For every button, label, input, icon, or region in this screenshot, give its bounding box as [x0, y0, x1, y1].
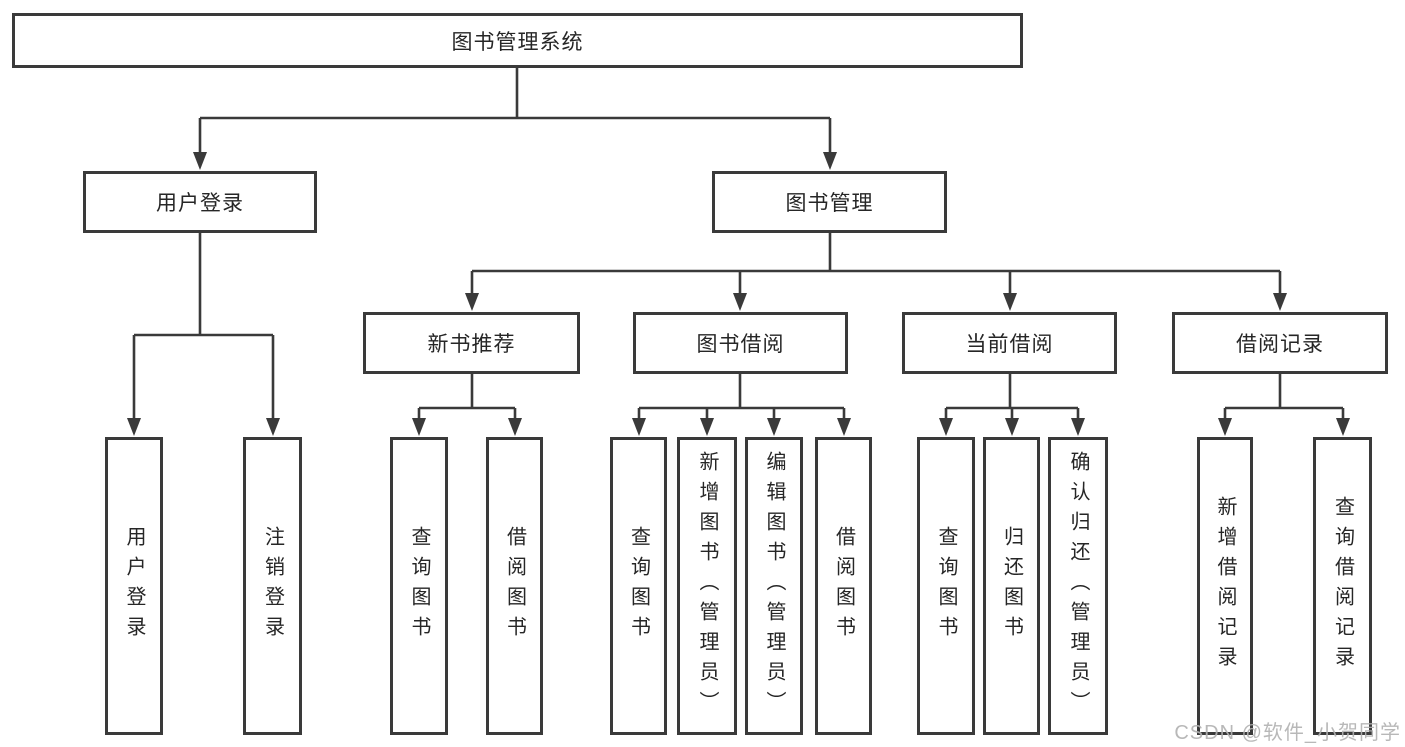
leaf-edit-books-admin-label: 编辑图书（管理员）: [763, 451, 785, 721]
node-new-book-recommend: 新书推荐: [363, 312, 580, 374]
node-user-login-label: 用户登录: [156, 192, 244, 215]
leaf-borrow-books-recommend-label: 借阅图书: [503, 526, 526, 646]
node-borrow-records: 借阅记录: [1172, 312, 1388, 374]
connector-lines: [132, 67, 1345, 421]
node-book-borrow: 图书借阅: [633, 312, 848, 374]
leaf-logout: 注销登录: [243, 437, 302, 735]
leaf-borrow-books: 借阅图书: [815, 437, 872, 735]
leaf-query-books-recommend-label: 查询图书: [408, 526, 430, 646]
node-book-management-label: 图书管理: [785, 192, 874, 215]
leaf-logout-label: 注销登录: [261, 526, 284, 646]
node-book-management: 图书管理: [712, 171, 947, 233]
node-user-login: 用户登录: [83, 171, 317, 233]
leaf-query-books-current-label: 查询图书: [935, 526, 957, 646]
node-new-book-recommend-label: 新书推荐: [427, 333, 516, 356]
leaf-return-books: 归还图书: [983, 437, 1040, 735]
leaf-add-borrow-record-label: 新增借阅记录: [1214, 496, 1236, 676]
leaf-user-login-label: 用户登录: [123, 526, 145, 646]
arrowheads: [127, 152, 1350, 436]
leaf-add-books-admin: 新增图书（管理员）: [677, 437, 737, 735]
leaf-query-books-recommend: 查询图书: [390, 437, 448, 735]
leaf-confirm-return-admin-label: 确认归还（管理员）: [1067, 451, 1089, 721]
node-root: 图书管理系统: [12, 13, 1023, 68]
csdn-watermark: CSDN @软件_小贺同学: [1174, 722, 1401, 744]
node-current-borrow-label: 当前借阅: [965, 333, 1054, 356]
leaf-query-books-borrow: 查询图书: [610, 437, 667, 735]
leaf-edit-books-admin: 编辑图书（管理员）: [745, 437, 803, 735]
leaf-user-login: 用户登录: [105, 437, 163, 735]
leaf-return-books-label: 归还图书: [1000, 526, 1023, 646]
leaf-query-borrow-record: 查询借阅记录: [1313, 437, 1372, 735]
node-borrow-records-label: 借阅记录: [1236, 333, 1324, 356]
node-book-borrow-label: 图书借阅: [696, 333, 785, 356]
leaf-add-books-admin-label: 新增图书（管理员）: [696, 451, 718, 721]
leaf-borrow-books-label: 借阅图书: [832, 526, 855, 646]
node-current-borrow: 当前借阅: [902, 312, 1117, 374]
leaf-query-books-borrow-label: 查询图书: [627, 526, 650, 646]
leaf-add-borrow-record: 新增借阅记录: [1197, 437, 1253, 735]
node-root-label: 图书管理系统: [451, 30, 584, 54]
leaf-borrow-books-recommend: 借阅图书: [486, 437, 543, 735]
leaf-confirm-return-admin: 确认归还（管理员）: [1048, 437, 1108, 735]
leaf-query-books-current: 查询图书: [917, 437, 975, 735]
leaf-query-borrow-record-label: 查询借阅记录: [1331, 496, 1354, 676]
